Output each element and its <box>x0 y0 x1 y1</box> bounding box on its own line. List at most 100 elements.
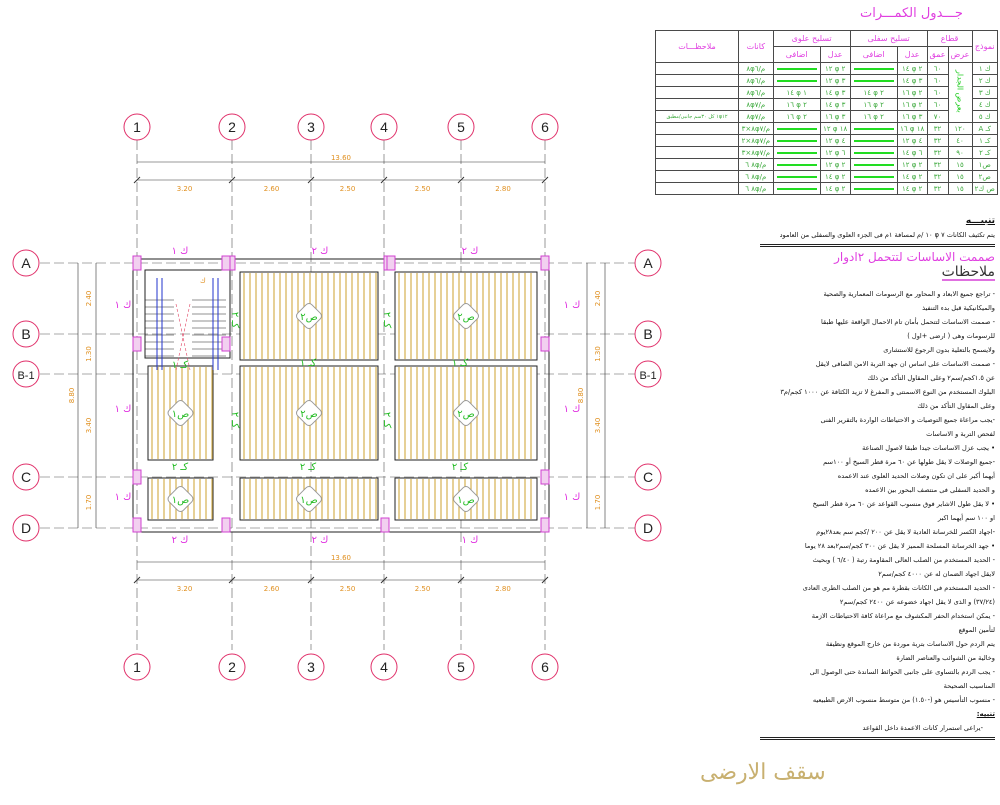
axis-bubble <box>447 653 475 681</box>
cell-t_str: ٢ φ ١٢ <box>819 62 851 75</box>
cell-note <box>655 146 739 159</box>
col-stirrups: كانات <box>738 30 774 63</box>
cell-b_str: ٢ φ ١٤ <box>896 170 928 183</box>
dimension-text: 1.70 <box>85 495 93 511</box>
cell-b_ext: ٢ φ ١٦ <box>849 110 898 123</box>
beam-label: ك ١ <box>115 492 132 503</box>
dimension-tick <box>307 176 315 184</box>
cell-depth: ٦٠ <box>926 74 949 87</box>
axis-bubble <box>218 653 246 681</box>
axis-label: 1 <box>133 119 141 135</box>
axis-bubble <box>297 653 325 681</box>
cell-b_ext <box>849 158 898 171</box>
divider <box>760 244 995 247</box>
cell-t_ext <box>772 74 821 87</box>
cell-t_str: ٤ φ ١٢ <box>819 134 851 147</box>
cell-t_str: ٣ φ ١٦ <box>819 110 851 123</box>
note-line: وعلى المقاول التأكد من ذلك <box>917 402 995 410</box>
cell-t_ext: ٢ φ ١٦ <box>772 98 821 111</box>
cell-b_ext: ٢ φ ١٦ <box>849 98 898 111</box>
dimension-tick <box>228 176 236 184</box>
axis-bubble <box>12 320 40 348</box>
cell-b_ext <box>849 62 898 75</box>
axis-bubble <box>634 249 662 277</box>
column <box>380 517 390 533</box>
cell-model: ص ك٢ <box>971 182 998 195</box>
slab-label: ص٢ <box>457 312 474 323</box>
wall-width-cell: بعرض الجدار <box>947 62 973 123</box>
note-line: - تراجع جميع الابعاد و المحاور مع الرسوم… <box>823 290 995 298</box>
axis-label: 3 <box>307 119 315 135</box>
beam-label: ك ١ <box>115 404 132 415</box>
beam-label: كـ ٢ <box>172 462 188 473</box>
dimension-tick <box>307 576 315 584</box>
slab-tag <box>296 486 322 512</box>
slab-tag <box>167 486 194 512</box>
cell-t_ext <box>772 122 821 135</box>
note-line: لايقل اجهاد الضمان له عن ٤٠٠٠ كجم/سم٢ <box>878 570 995 578</box>
cell-width: ١٥ <box>947 170 973 183</box>
cell-b_ext <box>849 170 898 183</box>
cell-model: كـ A <box>971 122 998 135</box>
note-line: والميكانيكية قبل بدء التنفيذ <box>922 304 995 312</box>
cell-t_ext <box>772 62 821 75</box>
axis-bubble <box>634 463 662 491</box>
axis-label: 6 <box>541 119 549 135</box>
slab-label: ص٢ <box>300 409 317 420</box>
slab-tag <box>453 486 479 512</box>
cell-model: ك ٣ <box>971 86 998 99</box>
cell-note <box>655 182 739 195</box>
beam-label: ك ١ <box>564 492 581 503</box>
beam-label: كـ ١ <box>172 360 188 371</box>
dimension-text: 3.20 <box>177 585 193 593</box>
note-line: - الحديد المستخدم من الصلب العالى المقاو… <box>812 556 995 564</box>
cell-b_str: ٢ φ ١٦ <box>896 98 928 111</box>
axis-label: 3 <box>307 659 315 675</box>
wall-width-label: بعرض الجدار <box>955 70 965 113</box>
beam-label: ك ١ <box>462 535 479 546</box>
col-bottom-straight: عدل <box>896 46 928 63</box>
axis-bubble <box>634 360 662 388</box>
slab-label: ص١ <box>457 495 474 506</box>
slab-tag <box>296 400 322 426</box>
cell-t_ext <box>772 158 821 171</box>
cell-t_ext: ١ φ ١٤ <box>772 86 821 99</box>
beam-label: كـ ٢ <box>381 312 392 328</box>
dimension-text: 2.40 <box>85 291 93 307</box>
cell-depth: ٣٢ <box>926 134 949 147</box>
none-dash <box>853 187 894 190</box>
beam-label: كـ ٢ <box>229 412 240 428</box>
cell-note: ١φ١٢ كل ٣٠سم جانبى/مطبق <box>655 110 739 123</box>
divider <box>760 737 995 740</box>
note-line: -يجب مراعاة جميع التوصيات و الاحتياطات ا… <box>820 416 995 424</box>
dimension-text: 2.60 <box>264 185 280 193</box>
cell-depth: ٣٢ <box>926 158 949 171</box>
warning-text: يتم تكثيف الكانات ٧ φ ١٠ /م لمسافة ١م فى… <box>779 231 995 239</box>
cell-b_str: ٦ φ ١٤ <box>896 146 928 159</box>
cell-stir: م/٨φ٧×٣ <box>738 122 774 135</box>
dimension-tick <box>457 176 465 184</box>
cell-width: ٩٠ <box>947 146 973 159</box>
column <box>386 255 396 271</box>
cell-b_str: ٢ φ ١٤ <box>896 62 928 75</box>
beam-label: ك ١ <box>564 300 581 311</box>
cell-b_ext <box>849 134 898 147</box>
dimension-text: 2.50 <box>340 185 356 193</box>
dimension-tick <box>380 576 388 584</box>
axis-bubble <box>12 463 40 491</box>
none-dash <box>853 175 894 178</box>
dimension-tick <box>541 176 549 184</box>
beam-label: كـ ٢ <box>452 462 468 473</box>
slab-label: ص٢ <box>300 312 317 323</box>
beam-label: ك ٢ <box>172 535 189 546</box>
note-line: - صممت الاساسات على اساس ان جهد التربة ا… <box>815 360 995 368</box>
beam-label: ك ٢ <box>462 246 479 257</box>
note-line: أيهما أكبر على ان تكون وصلات الحديد العل… <box>837 472 995 480</box>
axis-bubble <box>123 653 151 681</box>
